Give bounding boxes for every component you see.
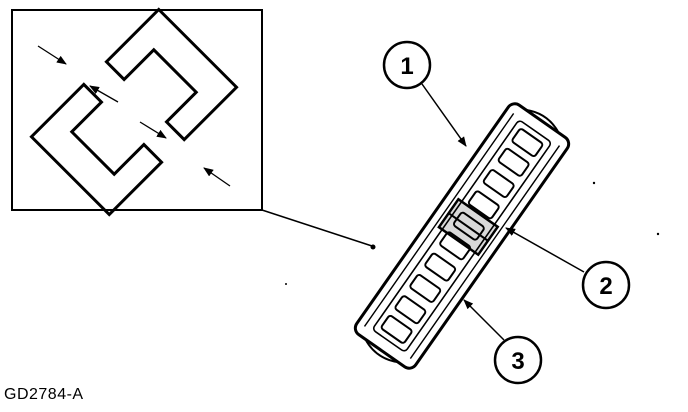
- bearing-rim-line-top: [363, 113, 515, 327]
- speck: [592, 181, 596, 185]
- inset-arrow-inner-right: [139, 121, 167, 139]
- roller: [424, 252, 457, 282]
- callout-1-circle: [382, 40, 432, 90]
- roller: [380, 314, 413, 344]
- callout-3-label: 3: [511, 348, 524, 375]
- inset-arrow-outer-left: [37, 45, 67, 65]
- callout-3-circle: [493, 335, 543, 385]
- roller: [394, 295, 427, 325]
- inset-leader-dot: [370, 244, 376, 250]
- inset-arrow-inner-left: [89, 85, 119, 103]
- callout-2-leader: [505, 227, 585, 273]
- inset-detail: [11, 7, 263, 217]
- roller: [439, 231, 471, 261]
- inset-arrow-outer-right: [203, 167, 231, 187]
- callout-1: 1: [382, 40, 467, 147]
- callout-1-leader: [421, 83, 467, 147]
- speck: [656, 232, 660, 236]
- roller: [467, 190, 500, 220]
- interlock-shape: [29, 7, 239, 217]
- needle-bearing: [353, 102, 571, 370]
- interlock-right-piece: [104, 7, 239, 142]
- roller: [497, 147, 530, 177]
- speck: [285, 283, 287, 285]
- callout-3: 3: [463, 299, 543, 385]
- bearing-outer-race: [353, 102, 571, 370]
- interlock-left-piece: [29, 82, 164, 217]
- callout-2-label: 2: [599, 273, 612, 300]
- bearing-end-cap-left: [364, 338, 399, 364]
- inset-frame: [11, 9, 263, 211]
- callout-3-leader: [463, 299, 505, 341]
- roller: [409, 274, 442, 303]
- bearing-rollers: [380, 128, 544, 344]
- callout-2: 2: [505, 227, 631, 310]
- bearing-rim-line-bottom: [409, 145, 561, 359]
- roller: [482, 169, 515, 198]
- callout-1-label: 1: [400, 53, 413, 80]
- figure-id-label: GD2784-A: [4, 386, 84, 403]
- joint-seam: [448, 212, 489, 242]
- bearing-end-cap-right: [525, 108, 560, 134]
- callout-2-circle: [581, 260, 631, 310]
- roller: [511, 128, 544, 158]
- roller: [453, 211, 485, 241]
- bearing-inner-band: [372, 120, 552, 352]
- inset-leader-line: [261, 209, 373, 247]
